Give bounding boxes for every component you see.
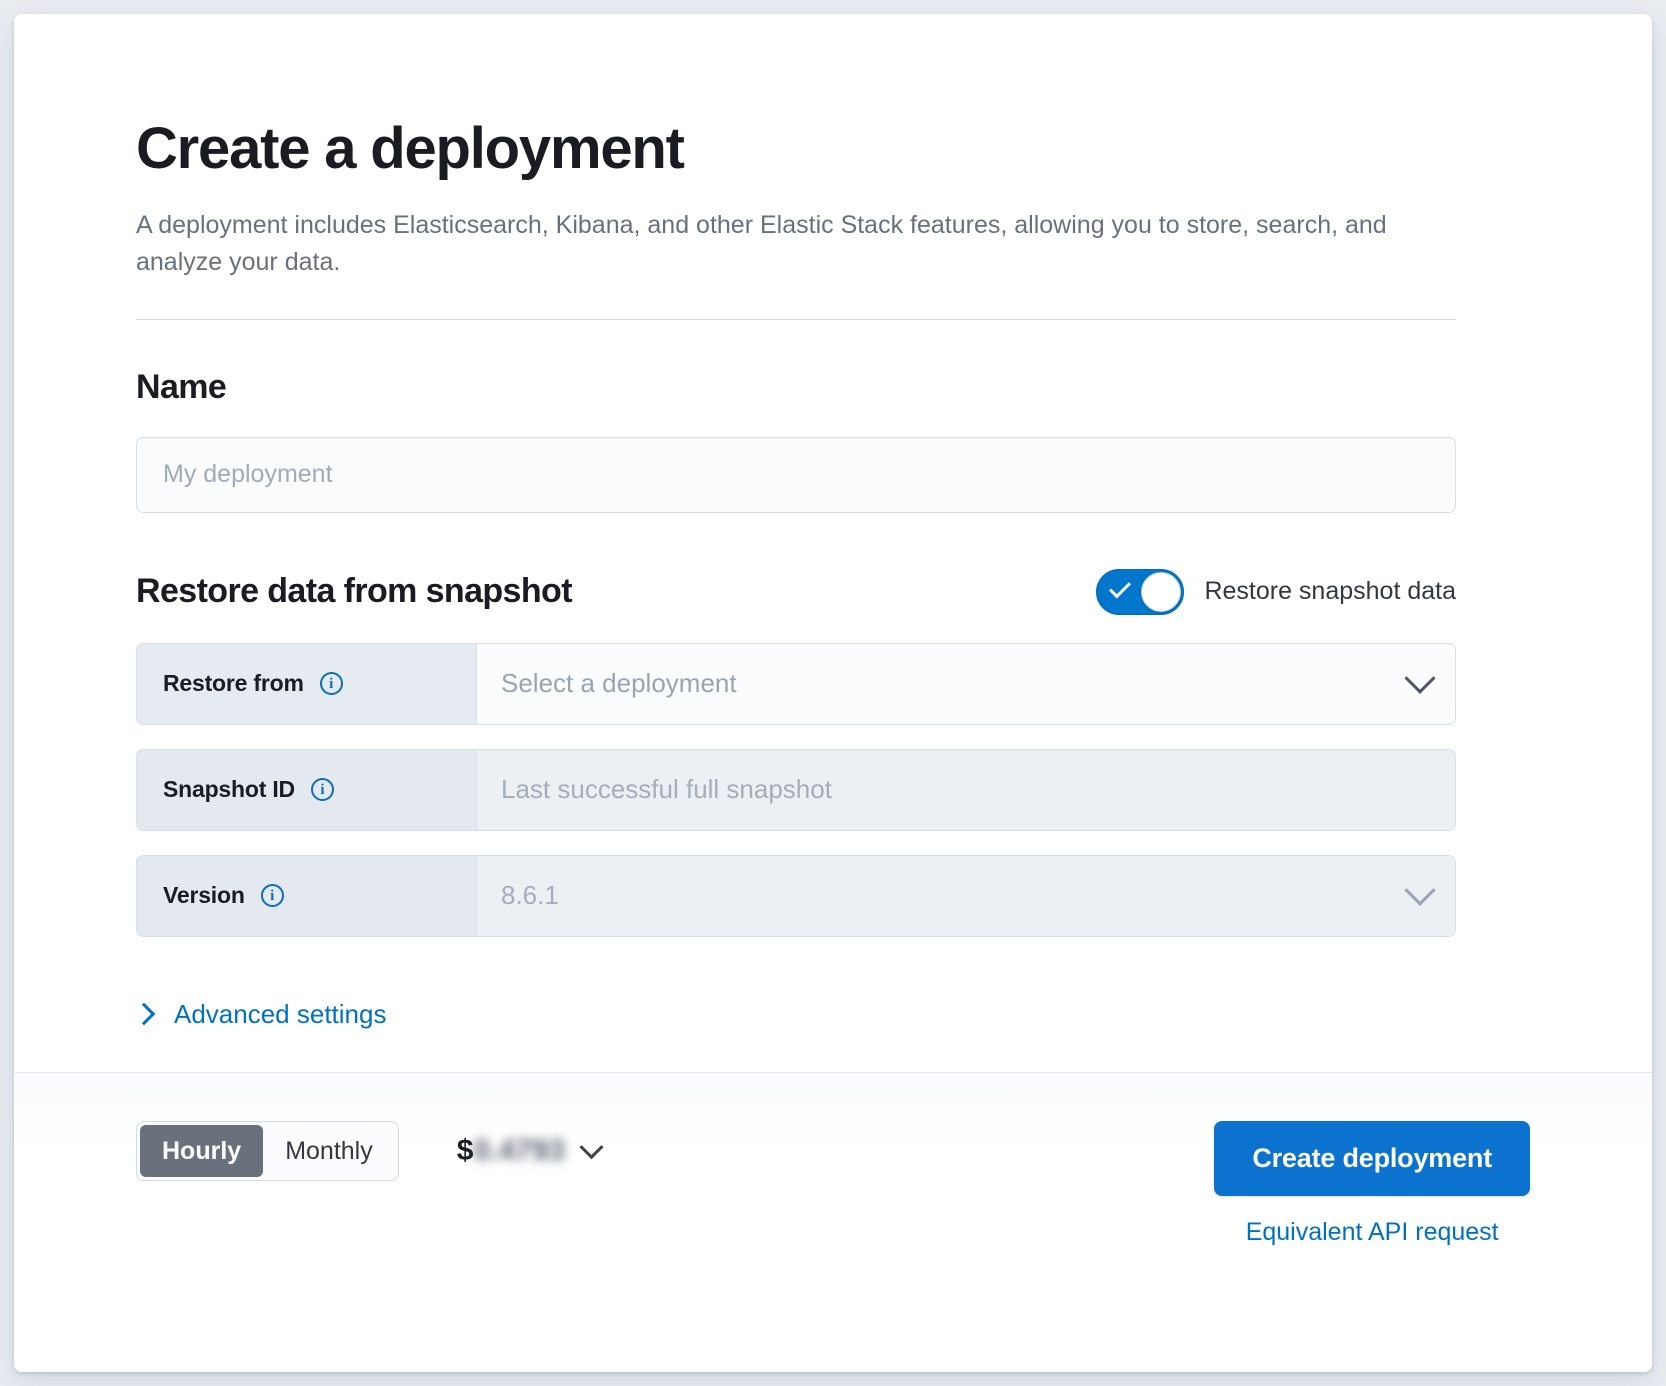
restore-from-select[interactable]: Select a deployment [477, 643, 1455, 724]
check-icon [1109, 576, 1132, 599]
header-divider [136, 318, 1456, 320]
card-footer: Hourly Monthly $0.4793 Create deployment… [14, 1072, 1652, 1372]
page-title: Create a deployment [136, 116, 685, 181]
footer-content: Hourly Monthly $0.4793 Create deployment… [136, 1121, 1530, 1247]
restore-snapshot-toggle[interactable] [1096, 568, 1185, 615]
chevron-down-icon[interactable] [579, 1134, 604, 1159]
restore-snapshot-toggle-group[interactable]: Restore snapshot data [1096, 568, 1456, 615]
info-icon[interactable]: i [260, 884, 284, 908]
snapshot-form-rows: Restore from i Select a deployment Snaps… [136, 642, 1456, 937]
price-amount: $0.4793 [457, 1134, 565, 1168]
create-deployment-card: Create a deployment A deployment include… [14, 14, 1652, 1372]
chevron-down-icon [1404, 874, 1436, 906]
snapshot-heading: Restore data from snapshot [136, 572, 573, 611]
version-select[interactable]: 8.6.1 [477, 855, 1455, 936]
advanced-settings-toggle[interactable]: Advanced settings [132, 998, 387, 1030]
content-column: Create a deployment A deployment include… [132, 116, 1456, 1030]
info-icon[interactable]: i [319, 672, 343, 696]
row-restore-from: Restore from i Select a deployment [136, 642, 1456, 725]
info-icon[interactable]: i [310, 778, 334, 802]
equivalent-api-request-link[interactable]: Equivalent API request [1245, 1218, 1499, 1246]
snapshot-id-label: Snapshot ID [163, 776, 295, 803]
page-description: A deployment includes Elasticsearch, Kib… [136, 210, 1387, 276]
restore-from-label: Restore from [163, 670, 304, 697]
price-display[interactable]: $0.4793 [457, 1121, 604, 1181]
chevron-down-icon [1404, 662, 1436, 694]
deployment-name-input[interactable]: My deployment [136, 436, 1456, 513]
price-currency: $ [456, 1134, 474, 1167]
name-heading: Name [136, 367, 227, 406]
footer-actions: Create deployment Equivalent API request [1214, 1121, 1530, 1247]
billing-option-monthly[interactable]: Monthly [285, 1136, 373, 1165]
toggle-knob [1141, 571, 1182, 612]
row-version: Version i 8.6.1 [136, 854, 1456, 937]
billing-option-hourly[interactable]: Hourly [140, 1125, 264, 1177]
snapshot-id-label-group: Snapshot ID i [137, 749, 477, 830]
advanced-settings-label: Advanced settings [174, 998, 387, 1029]
price-value: 0.4793 [473, 1134, 566, 1167]
restore-from-label-group: Restore from i [137, 643, 477, 724]
create-deployment-button[interactable]: Create deployment [1214, 1121, 1530, 1196]
billing-period-segmented-control[interactable]: Hourly Monthly [136, 1121, 399, 1181]
chevron-right-icon [132, 1002, 156, 1026]
restore-from-value: Select a deployment [501, 668, 737, 699]
card-body: Create a deployment A deployment include… [14, 14, 1652, 1072]
restore-snapshot-toggle-label: Restore snapshot data [1204, 577, 1456, 606]
name-section: Name My deployment [136, 368, 1456, 513]
deployment-name-placeholder: My deployment [163, 460, 333, 489]
row-snapshot-id: Snapshot ID i Last successful full snaps… [136, 748, 1456, 831]
snapshot-id-value: Last successful full snapshot [501, 774, 832, 805]
version-label-group: Version i [137, 855, 477, 936]
version-label: Version [163, 882, 245, 909]
snapshot-section-header: Restore data from snapshot Restore snaps… [136, 568, 1456, 615]
snapshot-id-input[interactable]: Last successful full snapshot [477, 749, 1455, 830]
version-value: 8.6.1 [501, 880, 559, 911]
